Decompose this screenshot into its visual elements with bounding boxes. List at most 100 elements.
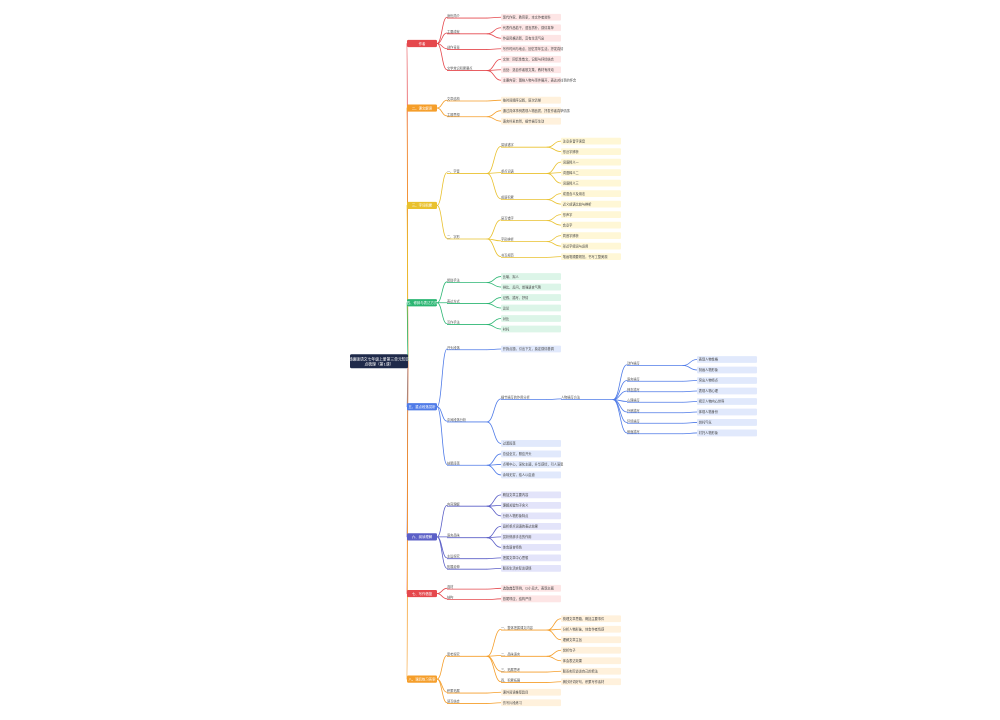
leaf-node[interactable] xyxy=(501,76,561,84)
leaf-node[interactable] xyxy=(561,625,621,633)
connector-line xyxy=(546,398,562,401)
leaf-node[interactable] xyxy=(697,429,757,437)
leaf-node[interactable] xyxy=(501,283,561,291)
leaf-node[interactable] xyxy=(561,242,621,250)
branch-topic[interactable] xyxy=(407,299,437,307)
leaf-node[interactable] xyxy=(501,66,561,74)
leaf-node[interactable] xyxy=(561,200,621,208)
branch-topic[interactable] xyxy=(407,403,437,411)
leaf-node[interactable] xyxy=(501,315,561,322)
leaf-node[interactable] xyxy=(561,169,621,177)
leaf-node-label: 注意多音字读音 xyxy=(563,138,586,143)
leaf-node[interactable] xyxy=(561,636,621,644)
leaf-node[interactable] xyxy=(501,117,561,125)
leaf-node-label: 写作时间与地点，回忆童年生活，抒发真情 xyxy=(503,46,564,51)
leaf-node[interactable] xyxy=(501,13,561,21)
leaf-node-label: 近义成语比较与辨析 xyxy=(563,201,592,206)
connector-line xyxy=(486,48,502,50)
connector-line xyxy=(486,318,502,325)
leaf-node[interactable] xyxy=(501,543,561,551)
leaf-node[interactable] xyxy=(501,450,561,458)
leaf-node[interactable] xyxy=(501,471,561,479)
connector-line xyxy=(486,238,502,257)
connector-line xyxy=(486,398,502,423)
leaf-node[interactable] xyxy=(501,512,561,520)
leaf-node[interactable] xyxy=(697,387,757,395)
branch-topic[interactable] xyxy=(407,589,437,598)
connector-line xyxy=(436,107,448,117)
leaf-node-label: 体会语言特色 xyxy=(503,545,523,550)
leaf-node[interactable] xyxy=(561,221,621,229)
subtopic-label: 三、拓展思考 xyxy=(501,667,520,672)
leaf-node[interactable] xyxy=(501,34,561,42)
leaf-node[interactable] xyxy=(561,646,621,654)
connector-line xyxy=(486,628,502,657)
leaf-node[interactable] xyxy=(501,273,561,280)
leaf-node[interactable] xyxy=(501,699,561,707)
leaf-node[interactable] xyxy=(501,345,561,353)
leaf-node[interactable] xyxy=(501,491,561,499)
leaf-node[interactable] xyxy=(697,366,757,374)
leaf-node[interactable] xyxy=(697,419,757,426)
leaf-node[interactable] xyxy=(501,325,561,333)
leaf-node[interactable] xyxy=(501,554,561,562)
leaf-node[interactable] xyxy=(697,408,757,416)
leaf-node[interactable] xyxy=(697,356,757,363)
subtopic-label: 积累拓展 xyxy=(447,688,461,693)
subtopic-label: 外貌描写 xyxy=(627,408,640,413)
leaf-node[interactable] xyxy=(561,211,621,219)
leaf-node[interactable] xyxy=(501,688,561,696)
subtopic-label: 环境描写 xyxy=(627,418,640,423)
leaf-node[interactable] xyxy=(501,533,561,541)
root-topic[interactable] xyxy=(350,354,408,369)
branch-topic[interactable] xyxy=(407,39,437,48)
leaf-node[interactable] xyxy=(501,461,561,468)
leaf-node[interactable] xyxy=(561,137,621,145)
subtopic-label: 书写规范 xyxy=(501,252,515,257)
connector-line xyxy=(436,536,448,569)
leaf-node-label: 开篇点题，引出下文，奠定感情基调 xyxy=(503,346,554,351)
leaf-node-label: 烘托气氛 xyxy=(699,420,713,425)
leaf-node[interactable] xyxy=(501,501,561,509)
leaf-node[interactable] xyxy=(561,148,621,156)
leaf-node[interactable] xyxy=(697,398,757,405)
connector-line xyxy=(486,172,502,174)
leaf-node[interactable] xyxy=(501,55,561,63)
leaf-node[interactable] xyxy=(561,158,621,166)
leaf-node-label: 赏析修辞手法的作用 xyxy=(503,534,532,539)
leaf-node[interactable] xyxy=(561,253,621,260)
connector-line xyxy=(436,406,448,465)
root-topic-label: 点梳理（第1课） xyxy=(365,361,394,366)
connector-line xyxy=(612,364,628,401)
leaf-node[interactable] xyxy=(561,179,621,187)
leaf-node[interactable] xyxy=(501,522,561,530)
branch-topic[interactable] xyxy=(407,533,437,541)
connector-line xyxy=(546,193,562,201)
connector-line xyxy=(486,324,502,330)
leaf-node[interactable] xyxy=(501,564,561,572)
leaf-node[interactable] xyxy=(697,377,757,384)
leaf-node[interactable] xyxy=(561,190,621,198)
branch-topic-label: 作者 xyxy=(419,41,426,46)
leaf-node[interactable] xyxy=(501,107,561,115)
leaf-node[interactable] xyxy=(501,595,561,603)
branch-topic[interactable] xyxy=(407,104,437,112)
connector-line xyxy=(546,655,562,662)
leaf-node[interactable] xyxy=(561,667,621,675)
leaf-node-label: 作品风格清新，富有生活气息 xyxy=(503,36,544,41)
leaf-node[interactable] xyxy=(561,657,621,665)
leaf-node[interactable] xyxy=(501,96,561,104)
branch-topic-label: 八、课后练习答案 xyxy=(408,676,436,681)
leaf-node[interactable] xyxy=(501,24,561,32)
leaf-node[interactable] xyxy=(561,615,621,623)
connector-line xyxy=(436,655,448,680)
leaf-node[interactable] xyxy=(501,45,561,53)
branch-topic[interactable] xyxy=(407,675,437,683)
leaf-node[interactable] xyxy=(561,232,621,240)
leaf-node[interactable] xyxy=(561,678,621,686)
leaf-node[interactable] xyxy=(501,440,561,447)
leaf-node[interactable] xyxy=(501,304,561,312)
leaf-node[interactable] xyxy=(501,584,561,592)
branch-topic[interactable] xyxy=(407,201,437,210)
leaf-node[interactable] xyxy=(501,294,561,301)
